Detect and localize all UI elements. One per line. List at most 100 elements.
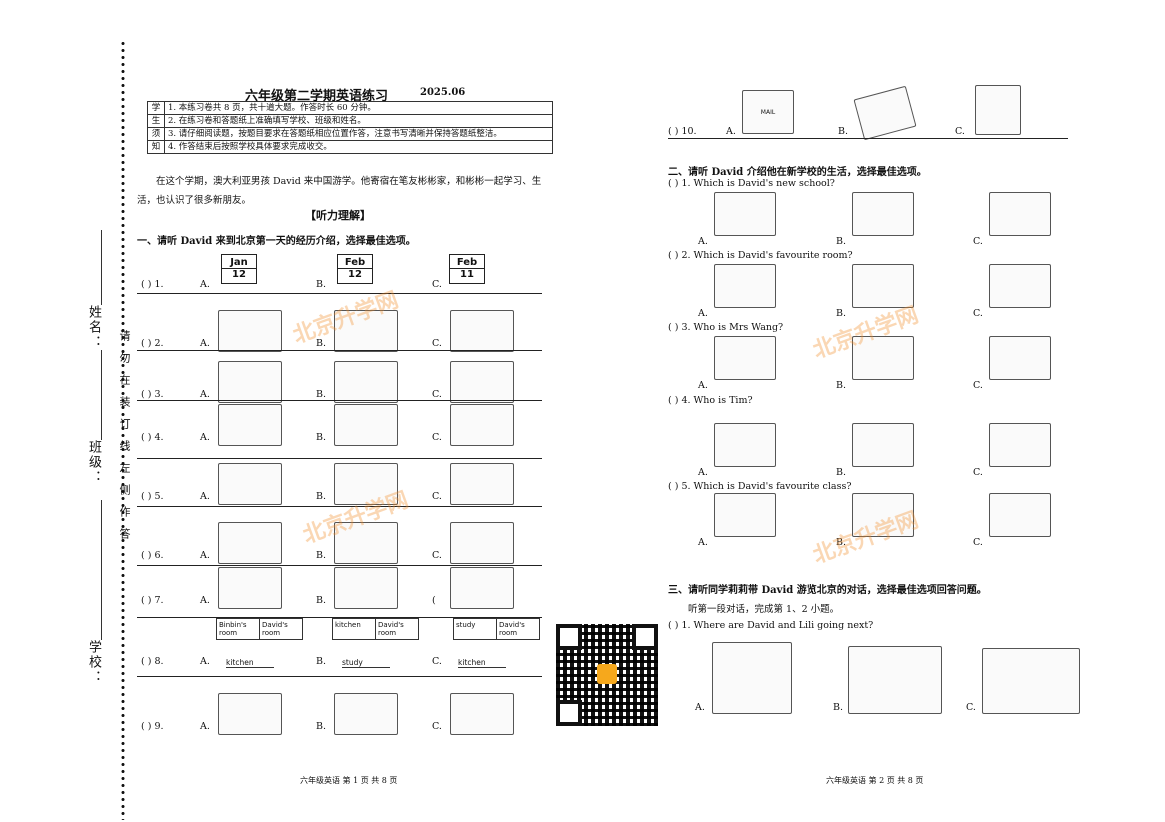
option-a: A. bbox=[200, 279, 210, 290]
illustration-image bbox=[450, 404, 514, 446]
calendar-day: 11 bbox=[460, 269, 474, 280]
option-a: A. bbox=[698, 537, 708, 548]
option-b: B. bbox=[316, 338, 327, 349]
option-b: B. bbox=[836, 308, 847, 319]
row-divider bbox=[137, 350, 542, 351]
option-a: A. bbox=[200, 432, 210, 443]
illustration-image bbox=[852, 192, 914, 236]
option-c: C. bbox=[432, 338, 442, 349]
option-b: B. bbox=[316, 721, 327, 732]
note-key: 生 bbox=[147, 114, 165, 128]
option-b: B. bbox=[316, 595, 327, 606]
illustration-image bbox=[334, 522, 398, 564]
section1-title: 一、请听 David 来到北京第一天的经历介绍，选择最佳选项。 bbox=[137, 236, 416, 247]
name-line bbox=[101, 230, 102, 305]
option-b: B. bbox=[838, 126, 849, 137]
option-c: C. bbox=[432, 656, 442, 667]
illustration-image bbox=[334, 361, 398, 403]
illustration-image bbox=[334, 404, 398, 446]
row-divider bbox=[137, 293, 542, 294]
illustration-image bbox=[218, 463, 282, 505]
exam-date: 2025.06 bbox=[420, 87, 466, 98]
option-a: A. bbox=[695, 702, 705, 713]
option-a: A. bbox=[200, 721, 210, 732]
illustration-image bbox=[989, 423, 1051, 467]
row-divider bbox=[137, 400, 542, 401]
mailbox-image: MAIL bbox=[742, 90, 794, 134]
qr-finder bbox=[556, 624, 582, 650]
question-number: ( ) 9. bbox=[141, 721, 164, 732]
section2-question: ( ) 5. Which is David's favourite class? bbox=[668, 481, 852, 492]
class-line bbox=[101, 350, 102, 440]
illustration-image bbox=[334, 693, 398, 735]
room-left: kitchen bbox=[335, 621, 361, 629]
footer-left: 六年级英语 第 1 页 共 8 页 bbox=[300, 776, 398, 785]
note-text: 1. 本练习卷共 8 页，共十道大题。作答时长 60 分钟。 bbox=[164, 101, 553, 115]
illustration-image bbox=[852, 423, 914, 467]
archway-image bbox=[848, 646, 942, 714]
row-divider bbox=[137, 676, 542, 677]
qr-finder bbox=[556, 700, 582, 726]
intro-paragraph: 在这个学期，澳大利亚男孩 David 来中国游学。他寄宿在笔友彬彬家，和彬彬一起… bbox=[137, 176, 542, 206]
option-a: A. bbox=[200, 389, 210, 400]
section3-sub: 听第一段对话，完成第 1、2 小题。 bbox=[688, 604, 840, 615]
room-table: Binbin's room David's room bbox=[216, 618, 303, 640]
page-title: 六年级第二学期英语练习 bbox=[245, 89, 389, 104]
option-b: B. bbox=[316, 389, 327, 400]
illustration-image bbox=[334, 310, 398, 352]
option-c: C. bbox=[432, 550, 442, 561]
option-a: A. bbox=[698, 380, 708, 391]
option-b: B. bbox=[836, 537, 847, 548]
illustration-image bbox=[218, 693, 282, 735]
divider bbox=[668, 138, 1068, 139]
illustration-image bbox=[852, 493, 914, 537]
room-answer: kitchen bbox=[226, 658, 274, 668]
illustration-image bbox=[218, 310, 282, 352]
room-answer: study bbox=[342, 658, 390, 668]
question-number: ( ) 5. bbox=[141, 491, 164, 502]
illustration-image bbox=[450, 567, 514, 609]
illustration-image bbox=[852, 336, 914, 380]
qr-logo bbox=[597, 664, 617, 684]
option-c: ( bbox=[432, 595, 436, 606]
illustration-image bbox=[334, 567, 398, 609]
option-a: A. bbox=[200, 656, 210, 667]
calendar-month: Feb bbox=[338, 255, 372, 269]
note-key: 须 bbox=[147, 127, 165, 141]
room-right: David's room bbox=[259, 619, 302, 639]
illustration-image bbox=[852, 264, 914, 308]
listening-title: 【听力理解】 bbox=[305, 209, 371, 222]
option-c: C. bbox=[955, 126, 965, 137]
section3-title: 三、请听同学莉莉带 David 游览北京的对话，选择最佳选项回答问题。 bbox=[668, 585, 987, 596]
illustration-image bbox=[989, 264, 1051, 308]
illustration-image bbox=[450, 693, 514, 735]
mail-label: MAIL bbox=[760, 109, 776, 116]
illustration-image bbox=[989, 336, 1051, 380]
option-c: C. bbox=[973, 308, 983, 319]
room-left: Binbin's room bbox=[219, 621, 247, 637]
question-number: ( ) 3. bbox=[141, 389, 164, 400]
room-right: David's room bbox=[375, 619, 418, 639]
row-divider bbox=[137, 617, 542, 618]
section2-question: ( ) 2. Which is David's favourite room? bbox=[668, 250, 853, 261]
row-divider bbox=[137, 565, 542, 566]
class-label: 班级： bbox=[86, 440, 101, 485]
school-label: 学校： bbox=[86, 640, 101, 685]
option-b: B. bbox=[836, 236, 847, 247]
option-a: A. bbox=[200, 491, 210, 502]
question-number: ( ) 7. bbox=[141, 595, 164, 606]
binding-note: 请勿在装订线左侧作答 bbox=[118, 330, 131, 550]
room-left: study bbox=[456, 621, 476, 629]
question-number: ( ) 4. bbox=[141, 432, 164, 443]
question-number: ( ) 6. bbox=[141, 550, 164, 561]
footer-right: 六年级英语 第 2 页 共 8 页 bbox=[826, 776, 924, 785]
illustration-image bbox=[450, 310, 514, 352]
section3-q1: ( ) 1. Where are David and Lili going ne… bbox=[668, 620, 874, 631]
note-text: 3. 请仔细阅读题，按题目要求在答题纸相应位置作答，注意书写清晰并保持答题纸整洁… bbox=[164, 127, 553, 141]
row-divider bbox=[137, 458, 542, 459]
option-b: B. bbox=[316, 656, 327, 667]
option-a: A. bbox=[200, 595, 210, 606]
option-b: B. bbox=[836, 380, 847, 391]
